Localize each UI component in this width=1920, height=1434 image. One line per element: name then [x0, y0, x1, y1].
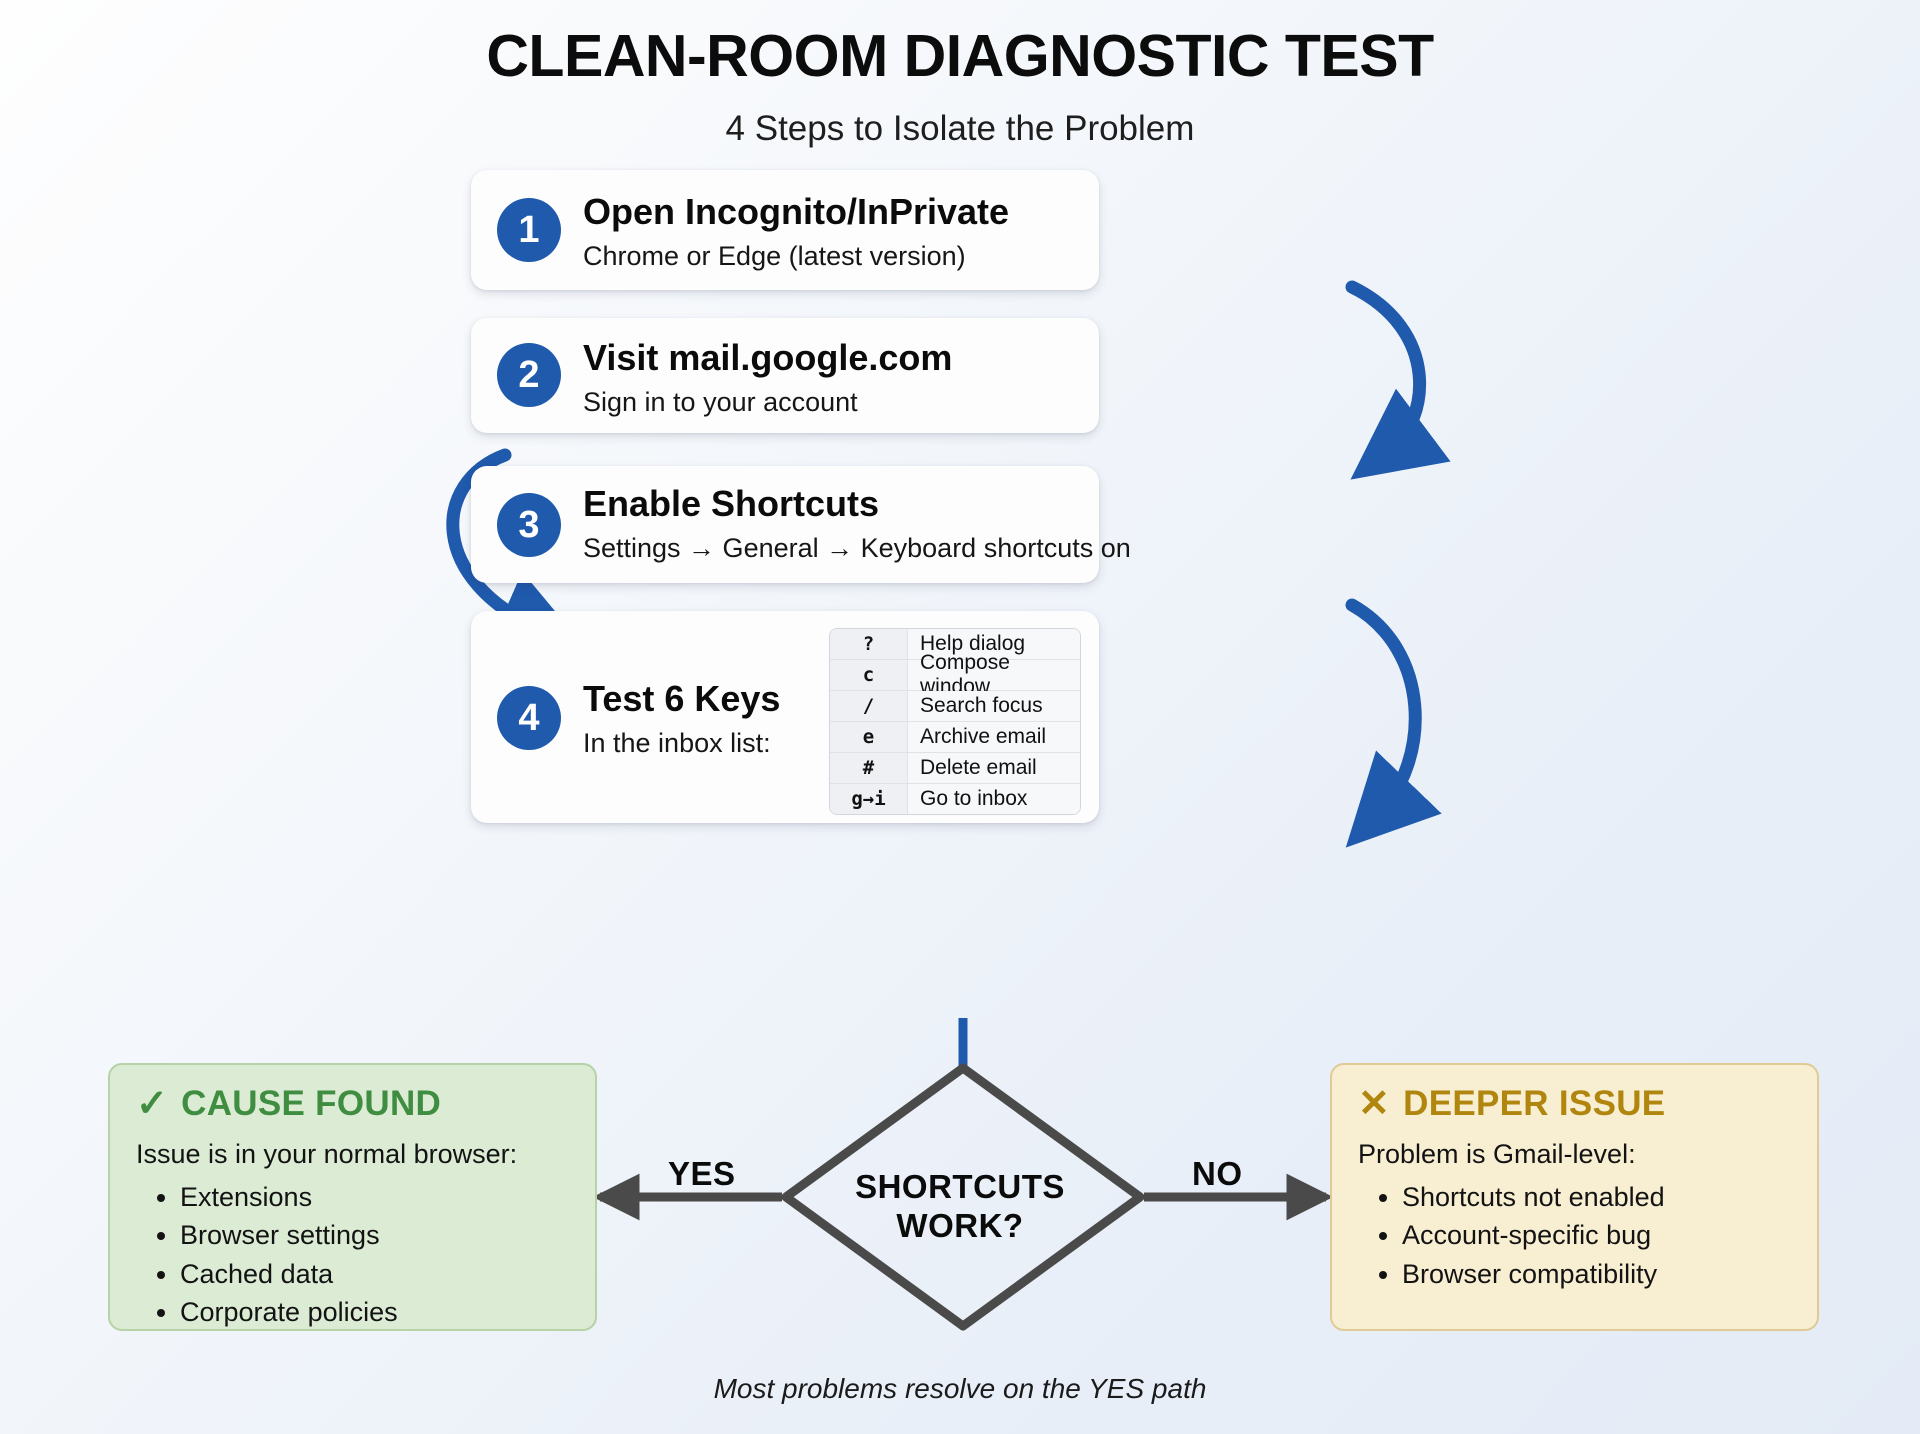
decision-label: SHORTCUTS WORK?: [810, 1168, 1110, 1246]
shortcut-key: ?: [830, 629, 908, 659]
shortcut-row: c Compose window: [830, 651, 1080, 698]
outcome-yes-heading: ✓ CAUSE FOUND: [136, 1083, 569, 1126]
shortcut-key: c: [830, 660, 908, 690]
step-title-2: Visit mail.google.com: [583, 337, 953, 378]
shortcut-description: Go to inbox: [908, 784, 1080, 814]
outcome-yes-list: Extensions Browser settings Cached data …: [136, 1178, 569, 1331]
step-card-3-text: Enable Shortcuts Settings → General → Ke…: [583, 483, 1131, 565]
step-card-4-text: Test 6 Keys In the inbox list:: [583, 678, 781, 760]
step-card-1[interactable]: 1 Open Incognito/InPrivate Chrome or Edg…: [471, 170, 1099, 290]
branch-label-yes: YES: [668, 1155, 736, 1192]
step-card-2-text: Visit mail.google.com Sign in to your ac…: [583, 337, 953, 419]
decision-label-line2: WORK?: [896, 1206, 1024, 1244]
shortcut-description: Help dialog: [908, 629, 1080, 659]
step-number-badge-1: 1: [497, 198, 561, 262]
decision-label-line1: SHORTCUTS: [855, 1168, 1065, 1205]
cross-icon: ✕: [1358, 1083, 1391, 1126]
shortcut-description: Archive email: [908, 722, 1080, 752]
shortcut-row: e Archive email: [830, 722, 1080, 753]
outcome-box-deeper-issue: ✕ DEEPER ISSUE Problem is Gmail-level: S…: [1330, 1063, 1819, 1331]
step-number-badge-4: 4: [497, 686, 561, 750]
step-title-4: Test 6 Keys: [583, 678, 781, 719]
step-subtitle-3: Settings → General → Keyboard shortcuts …: [583, 533, 1131, 564]
outcome-box-cause-found: ✓ CAUSE FOUND Issue is in your normal br…: [108, 1063, 597, 1331]
list-item: Browser compatibility: [1402, 1255, 1791, 1293]
header: CLEAN-ROOM DIAGNOSTIC TEST 4 Steps to Is…: [0, 23, 1920, 148]
shortcut-row: / Search focus: [830, 691, 1080, 722]
list-item: Shortcuts not enabled: [1402, 1178, 1791, 1216]
step-subtitle-2: Sign in to your account: [583, 387, 858, 418]
outcome-yes-lead: Issue is in your normal browser:: [136, 1138, 518, 1169]
branch-label-no: NO: [1192, 1155, 1243, 1192]
connector-step3-to-step4: [1345, 598, 1442, 848]
outcome-no-list: Shortcuts not enabled Account-specific b…: [1358, 1178, 1791, 1293]
outcome-yes-heading-text: CAUSE FOUND: [181, 1084, 442, 1123]
check-icon: ✓: [136, 1083, 169, 1126]
list-item: Cached data: [180, 1255, 569, 1293]
step-card-1-text: Open Incognito/InPrivate Chrome or Edge …: [583, 191, 1010, 273]
shortcut-row: g→i Go to inbox: [830, 784, 1080, 814]
list-item: Browser settings: [180, 1216, 569, 1254]
shortcut-key: /: [830, 691, 908, 721]
shortcuts-table: ? Help dialog c Compose window / Search …: [829, 628, 1081, 815]
outcome-no-lead: Problem is Gmail-level:: [1358, 1138, 1636, 1169]
list-item: Extensions: [180, 1178, 569, 1216]
list-item: Account-specific bug: [1402, 1216, 1791, 1254]
connector-step1-to-step2: [1345, 280, 1451, 480]
step-subtitle-4: In the inbox list:: [583, 728, 771, 759]
shortcut-description: Delete email: [908, 753, 1080, 783]
shortcut-description: Search focus: [908, 691, 1080, 721]
step-card-2[interactable]: 2 Visit mail.google.com Sign in to your …: [471, 318, 1099, 433]
shortcut-key: #: [830, 753, 908, 783]
footer-note: Most problems resolve on the YES path: [713, 1373, 1207, 1404]
shortcut-row: ? Help dialog: [830, 629, 1080, 660]
outcome-no-heading: ✕ DEEPER ISSUE: [1358, 1083, 1791, 1126]
step-title-1: Open Incognito/InPrivate: [583, 191, 1010, 232]
outcome-no-heading-text: DEEPER ISSUE: [1403, 1084, 1666, 1123]
shortcut-description: Compose window: [908, 651, 1080, 698]
page-subtitle: 4 Steps to Isolate the Problem: [725, 108, 1195, 148]
shortcut-key: g→i: [830, 784, 908, 814]
list-item: Corporate policies: [180, 1293, 569, 1331]
shortcut-row: # Delete email: [830, 753, 1080, 784]
shortcut-key: e: [830, 722, 908, 752]
step-card-3[interactable]: 3 Enable Shortcuts Settings → General → …: [471, 466, 1131, 583]
step-number-badge-2: 2: [497, 343, 561, 407]
step-card-4[interactable]: 4 Test 6 Keys In the inbox list: ? Help …: [471, 611, 1099, 823]
step-title-3: Enable Shortcuts: [583, 483, 880, 524]
page-title: CLEAN-ROOM DIAGNOSTIC TEST: [486, 23, 1434, 89]
step-number-badge-3: 3: [497, 493, 561, 557]
step-subtitle-1: Chrome or Edge (latest version): [583, 241, 966, 272]
